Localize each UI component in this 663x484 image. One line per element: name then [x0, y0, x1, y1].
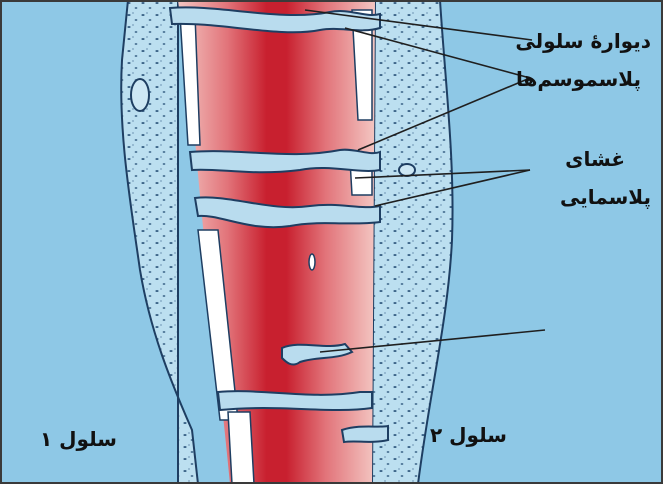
vesicle-2 — [399, 164, 415, 176]
plasmodesma-5 — [218, 391, 372, 410]
label-plasma-membrane-line2: پلاسمایی — [560, 186, 651, 209]
pit-region-bottom — [228, 412, 254, 484]
label-cell-1: سلول ۱ — [40, 428, 117, 451]
label-cell-2: سلول ۲ — [430, 424, 507, 447]
vesicle-3 — [309, 254, 315, 270]
vesicle-1 — [131, 79, 149, 111]
label-cell-wall: دیوارهٔ سلولی — [515, 30, 651, 53]
label-plasmodesmata: پلاسموسم‌ها — [516, 68, 641, 91]
label-plasma-membrane-line1: غشای — [565, 148, 625, 171]
plasmodesma-6 — [342, 426, 388, 442]
plasmodesma-2 — [190, 150, 380, 173]
